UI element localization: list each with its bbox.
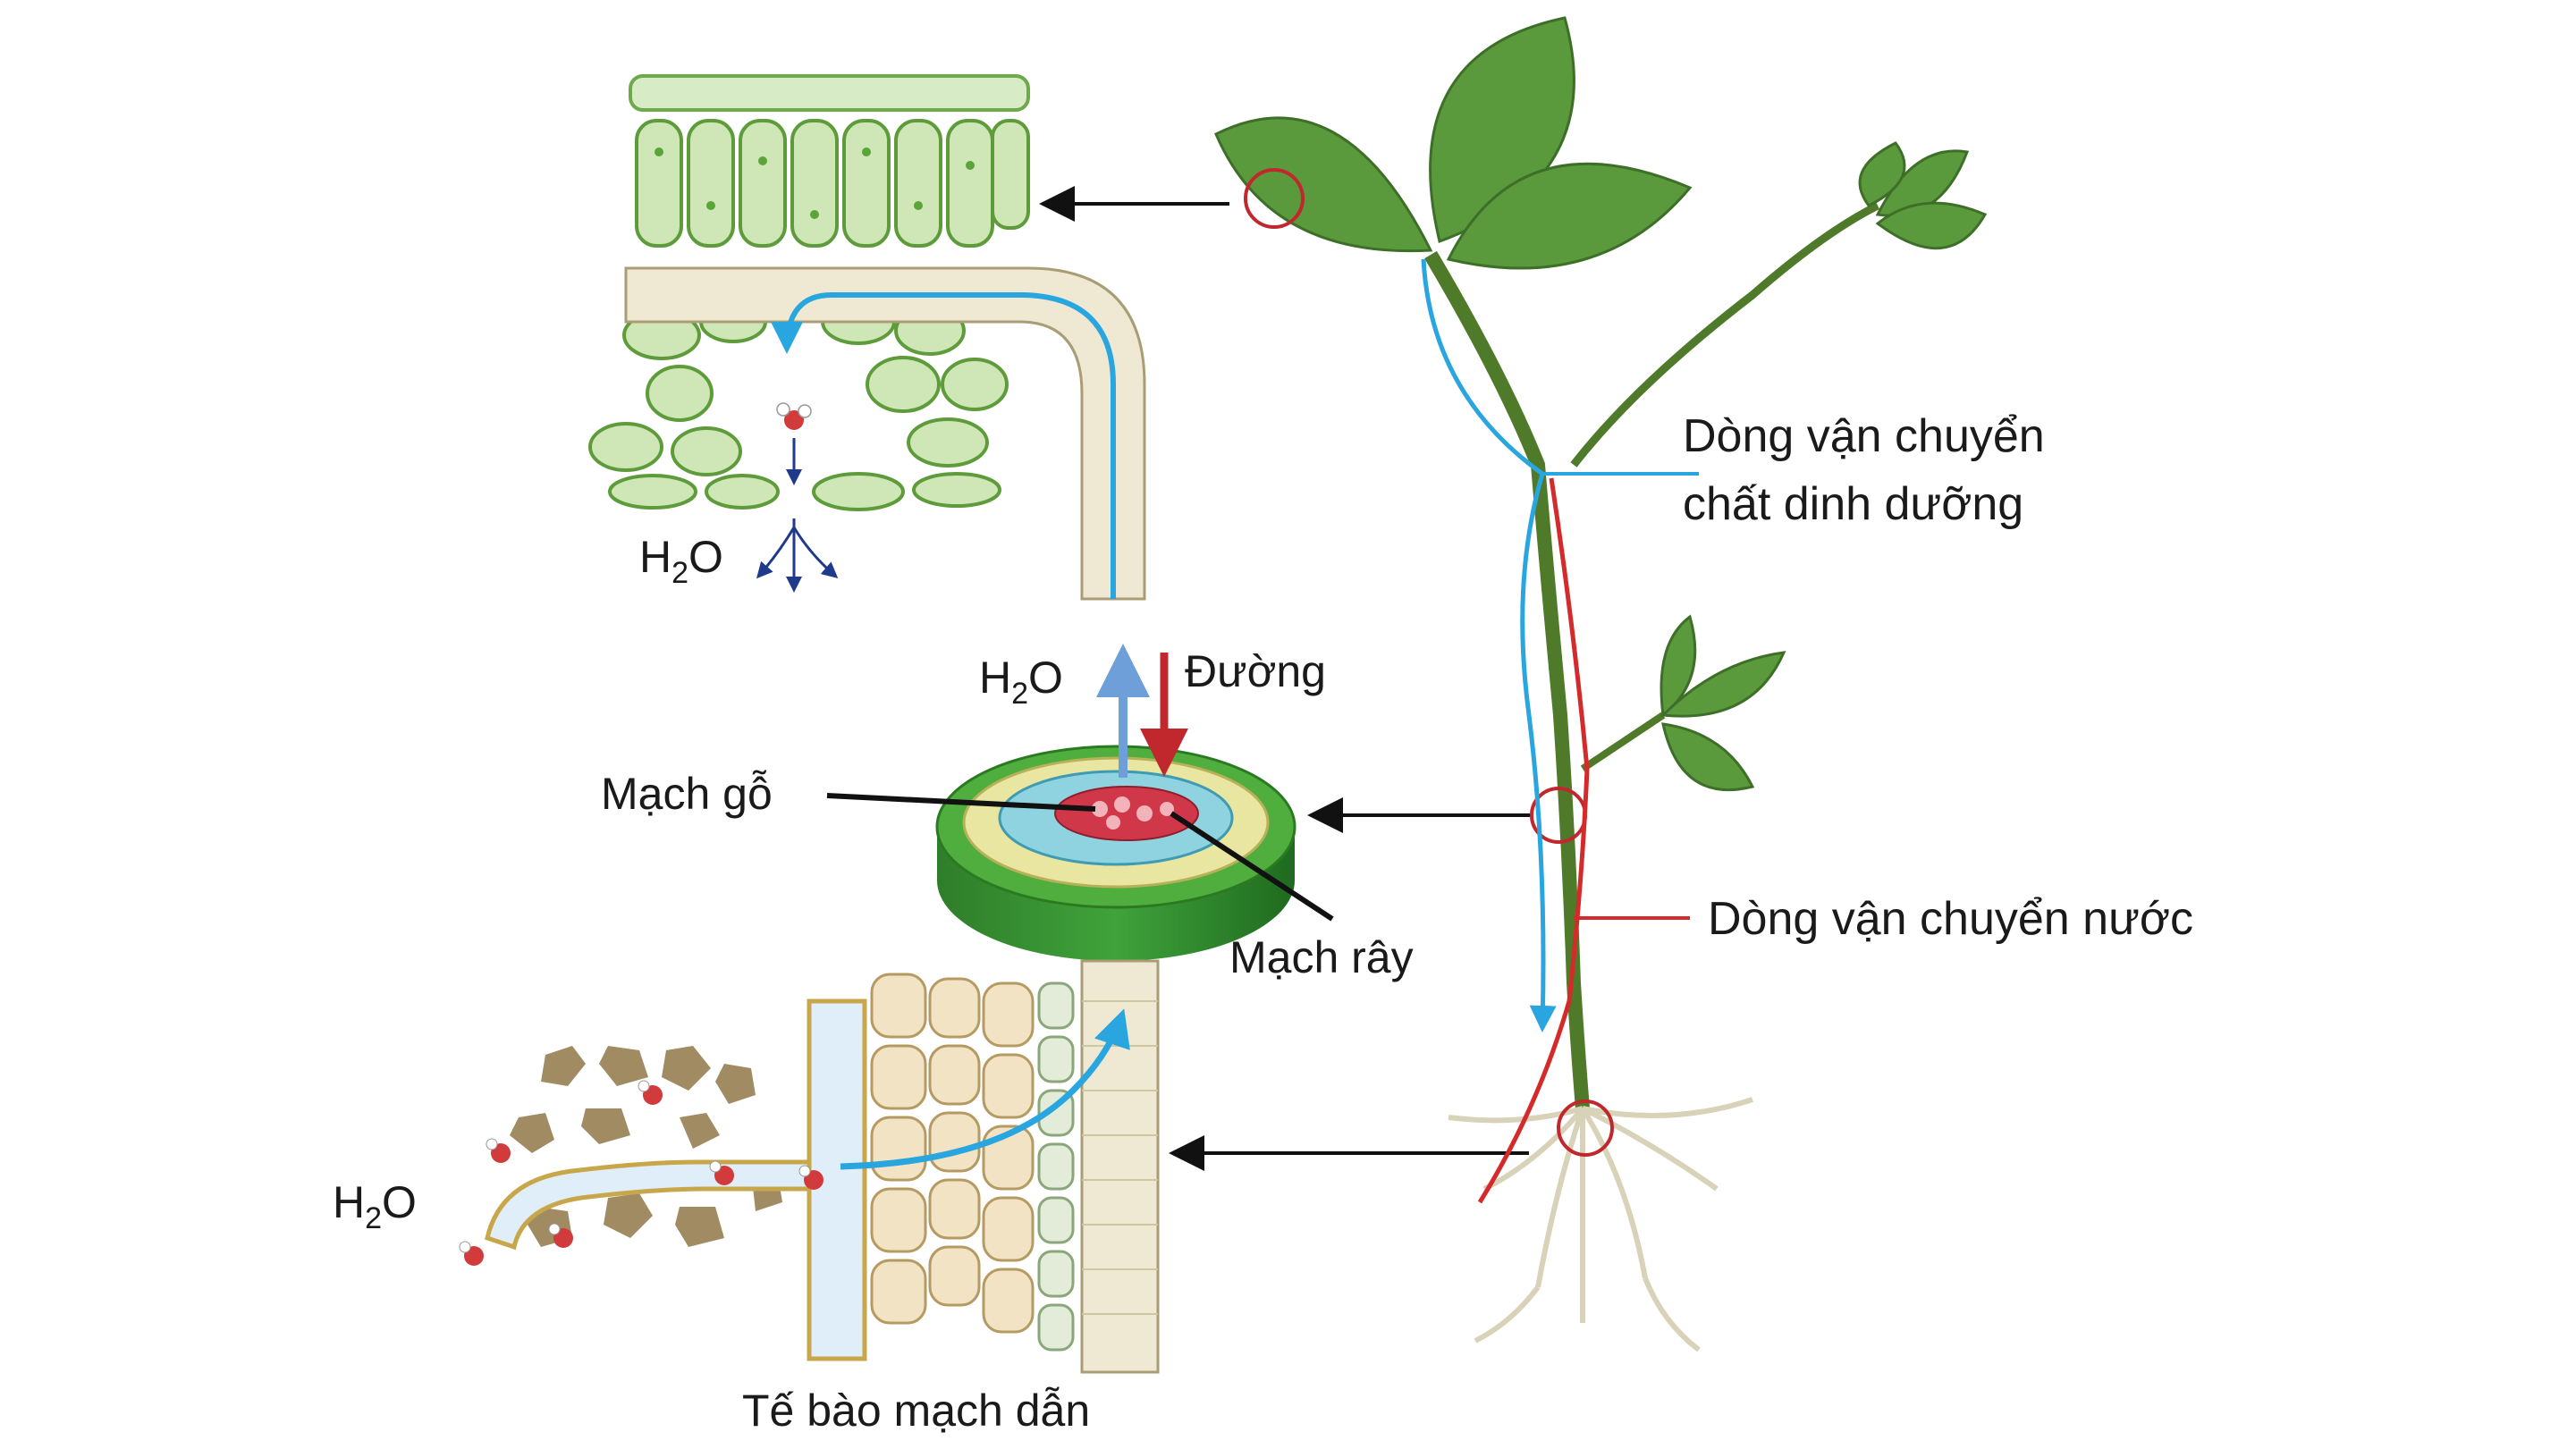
conducting-cells-label: Tế bào mạch dẫn bbox=[742, 1386, 1090, 1436]
phloem-label: Mạch rây bbox=[1229, 932, 1414, 982]
stem-cross-section bbox=[937, 746, 1295, 961]
leaf-tissue-illustration bbox=[590, 76, 1144, 599]
water-molecule-icon bbox=[777, 403, 811, 430]
xylem-label: Mạch gỗ bbox=[601, 769, 773, 819]
nutrient-flow-label: Dòng vận chuyển chất dinh dưỡng bbox=[1683, 410, 2057, 530]
root-water-label: H2O bbox=[333, 1177, 417, 1235]
leaf-water-label: H2O bbox=[639, 532, 723, 590]
nutrient-flow-line bbox=[1423, 259, 1543, 1028]
root-tissue-illustration bbox=[460, 961, 1158, 1372]
water-flow-label: Dòng vận chuyển nước bbox=[1708, 893, 2193, 945]
plant-illustration bbox=[1216, 18, 1985, 1350]
stem-water-label: H2O bbox=[979, 653, 1063, 711]
sugar-label: Đường bbox=[1185, 646, 1326, 696]
